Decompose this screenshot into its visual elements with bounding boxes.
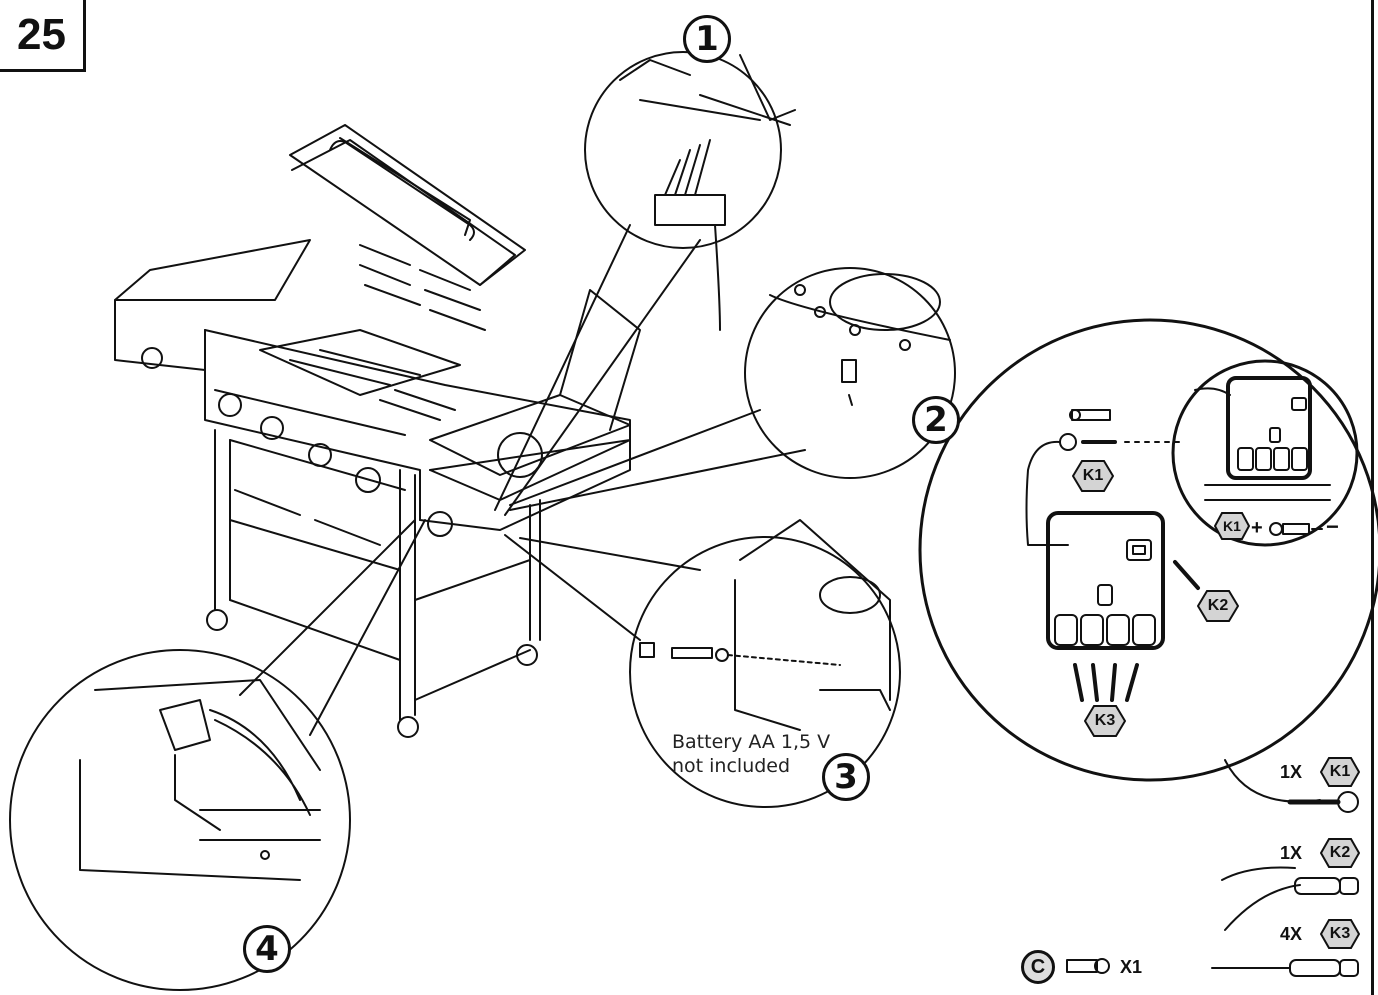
callout-k3: K3 <box>1084 705 1126 737</box>
detail-circle-4 <box>9 649 351 991</box>
battery-note-line-1: Battery AA 1,5 V <box>672 731 831 753</box>
callout-k1: K1 <box>1072 460 1114 492</box>
minus-sign: − <box>1326 514 1339 539</box>
battery-note-line-2: not included <box>672 755 791 777</box>
detail-number-2: 2 <box>912 396 960 444</box>
detail-number-1: 1 <box>683 15 731 63</box>
callout-k2: K2 <box>1197 590 1239 622</box>
part-k3-label: K3 <box>1320 919 1360 949</box>
wiring-inset-circle <box>1171 359 1359 547</box>
detail-circle-1 <box>584 51 782 249</box>
part-k1-quantity: 1X <box>1280 762 1303 782</box>
part-c-badge: C <box>1021 950 1055 984</box>
plus-sign: + <box>1251 517 1263 539</box>
part-k1-label: K1 <box>1320 757 1360 787</box>
wiring-detail-circle <box>918 318 1378 782</box>
step-number: 25 <box>0 0 86 72</box>
detail-number-3: 3 <box>822 753 870 801</box>
part-c-quantity: X1 <box>1120 957 1143 977</box>
part-k2-quantity: 1X <box>1280 843 1303 863</box>
part-k3-quantity: 4X <box>1280 924 1303 944</box>
battery-note: Battery AA 1,5 V not included <box>672 730 830 778</box>
part-k2-label: K2 <box>1320 838 1360 868</box>
detail-number-4: 4 <box>243 925 291 973</box>
detail-circle-2 <box>744 267 956 479</box>
inset-callout-k1: K1 <box>1214 512 1250 540</box>
detail-circle-3 <box>629 536 901 808</box>
